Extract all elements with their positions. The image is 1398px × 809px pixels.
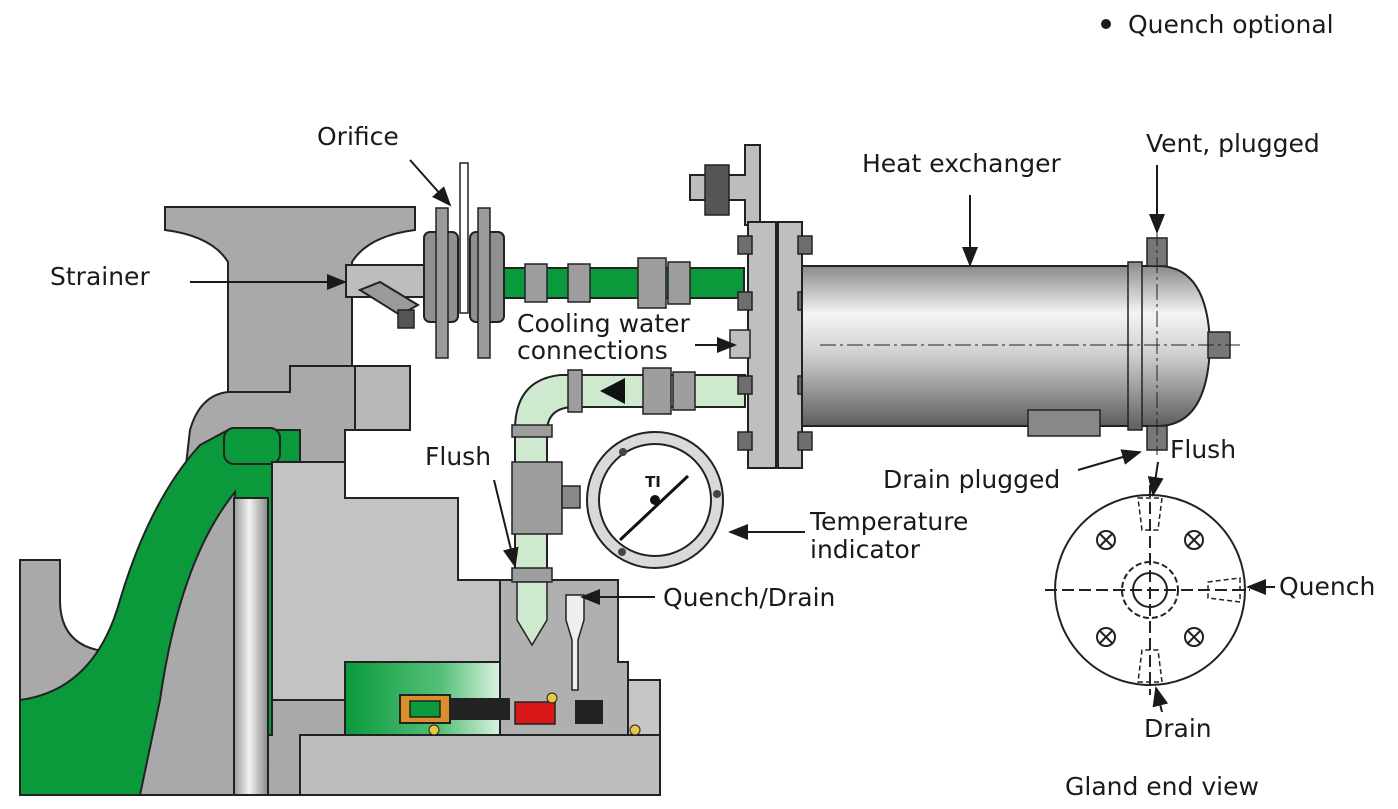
label-connections: connections [517,336,668,365]
label-cooling-water: Cooling water [517,309,691,338]
orifice-flanges [423,162,505,359]
label-flush-left: Flush [425,442,491,471]
seal-oring [428,724,440,736]
seal-oring [546,692,558,704]
orifice-plate [459,162,469,314]
seal-face-red [514,701,556,725]
label-flush-right: Flush [1170,435,1236,464]
bullet-icon [1101,19,1111,29]
exchanger-shell [801,265,1212,427]
seal-spring [409,700,441,718]
hot-pipe [503,257,745,309]
label-strainer: Strainer [50,262,150,291]
seal-chamber-green [19,429,301,796]
casing-step [354,365,411,431]
label-vent: Vent, plugged [1146,129,1320,158]
label-drain-plugged: Drain plugged [883,465,1060,494]
label-orifice: Orifice [317,122,399,151]
flow-direction-arrow [600,378,625,404]
shaft [233,497,269,796]
temperature-gauge: TI [586,431,724,569]
strainer [345,264,427,329]
cooling-loop [511,367,746,647]
seal-rotor [450,698,510,720]
label-quench: Quench [1279,572,1375,601]
shaft-sleeve [299,734,661,796]
label-quench-drain: Quench/Drain [663,583,835,612]
seal-oring [629,724,641,736]
label-indicator: indicator [810,535,921,564]
gland-end-view [1045,485,1250,695]
casing-gasket [223,427,281,465]
annotations: Quench optional Orifice Strainer Heat ex… [50,10,1375,801]
seal-stator [575,700,603,724]
label-gland-end-view: Gland end view [1065,772,1259,801]
heat-exchanger [689,144,1240,469]
gauge-text: TI [645,473,661,491]
label-drain: Drain [1144,714,1212,743]
note-quench-optional: Quench optional [1128,10,1334,39]
label-temperature: Temperature [809,507,968,536]
label-heat-exchanger: Heat exchanger [862,149,1062,178]
